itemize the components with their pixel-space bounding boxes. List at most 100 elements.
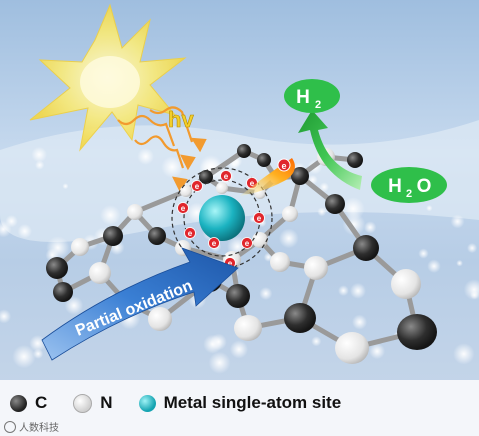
sparkle (319, 182, 330, 192)
reaction-arrow (298, 110, 362, 190)
watermark-icon (4, 420, 16, 433)
sparkle (453, 343, 475, 365)
sparkle (0, 220, 12, 238)
sparkle (350, 282, 366, 299)
electron: e (191, 180, 203, 192)
electron-dot (177, 202, 189, 214)
sparkle (311, 336, 322, 347)
carbon-atom (291, 167, 309, 185)
sparkle (12, 344, 36, 369)
nitrogen-atom (304, 256, 328, 280)
h2-badge: H 2 (284, 79, 340, 113)
photon-arrows (117, 106, 207, 193)
bond (203, 148, 247, 180)
sparkle (100, 205, 121, 226)
sparkle (317, 207, 327, 217)
sparkle (278, 228, 299, 249)
metal-legend-label: Metal single-atom site (163, 393, 342, 412)
electron-label: e (224, 172, 229, 181)
carbon-legend-icon (10, 394, 27, 412)
carbon-atom (237, 144, 251, 158)
carbon-atom (148, 227, 166, 245)
electron-dot (208, 237, 220, 249)
electron-dot (241, 237, 253, 249)
svg-text:2: 2 (406, 188, 412, 200)
h2o-badge: H 2 O (371, 167, 447, 203)
nitrogen-atom (335, 332, 369, 364)
sparkle (427, 259, 441, 273)
sparkle (338, 285, 349, 297)
sparkle (62, 183, 69, 190)
nitrogen-atom (391, 269, 421, 299)
carbon-atom (347, 152, 363, 168)
electron: e (208, 237, 220, 249)
carbon-atom (46, 257, 68, 279)
svg-text:H: H (296, 87, 310, 108)
electron-dot (184, 227, 196, 239)
legend: C N Metal single-atom site (10, 391, 341, 415)
nitrogen-atom (216, 182, 228, 194)
sparkle (229, 340, 249, 359)
electron-label: e (245, 239, 250, 248)
svg-text:2: 2 (315, 99, 321, 111)
nitrogen-legend-icon (73, 393, 93, 413)
watermark-text: 人数科技 (19, 423, 59, 434)
sparkle (364, 221, 377, 234)
sparkle (29, 335, 46, 352)
sparkle (208, 351, 231, 374)
sun-icon (29, 3, 187, 152)
nitrogen-legend-label: N (100, 393, 113, 412)
sparkle (369, 343, 386, 360)
electron: e (241, 237, 253, 249)
carbon-atom (353, 235, 379, 261)
electron: e (177, 202, 189, 214)
sparkle (450, 214, 465, 229)
electron-dot (191, 180, 203, 192)
hv-label: hv (168, 107, 194, 132)
sparkle (203, 334, 223, 354)
sparkle (161, 156, 184, 178)
carbon-atom (325, 194, 345, 214)
sparkle (259, 286, 273, 301)
nitrogen-atom (252, 232, 268, 248)
carbon-atom (53, 282, 73, 302)
metal-single-atom (199, 195, 245, 241)
sparkle (426, 204, 433, 212)
svg-text:H: H (388, 176, 402, 197)
sparkle (35, 160, 45, 170)
electron: e (184, 227, 196, 239)
nitrogen-atom (148, 307, 172, 331)
electron-label: e (195, 182, 200, 191)
electron-label: e (188, 229, 193, 238)
sparkle (17, 223, 32, 239)
nitrogen-atom (89, 262, 111, 284)
metal-legend-icon (138, 394, 156, 412)
electron-label: e (181, 204, 186, 213)
sparkle (32, 348, 44, 359)
sparkle (470, 290, 479, 300)
bond (132, 188, 189, 215)
nitrogen-atom (234, 315, 262, 341)
svg-text:O: O (417, 176, 432, 197)
nitrogen-atom (127, 204, 143, 220)
excited-electron: e (277, 158, 291, 172)
watermark: 人数科技 (4, 419, 59, 434)
sparkle (456, 259, 463, 267)
carbon-legend-label: C (35, 393, 48, 412)
sparkle (64, 296, 84, 315)
nitrogen-atom (180, 185, 192, 197)
carbon-atom (284, 303, 316, 333)
svg-text:e: e (281, 161, 286, 171)
carbon-atom (257, 153, 271, 167)
electron-label: e (228, 259, 233, 268)
electron: e (220, 170, 232, 182)
carbon-atom (397, 314, 437, 350)
sparkle (137, 148, 155, 165)
electron-label: e (212, 239, 217, 248)
sparkle (352, 314, 368, 330)
sparkle (467, 242, 478, 254)
nitrogen-atom (282, 206, 298, 222)
sparkle (31, 146, 48, 163)
